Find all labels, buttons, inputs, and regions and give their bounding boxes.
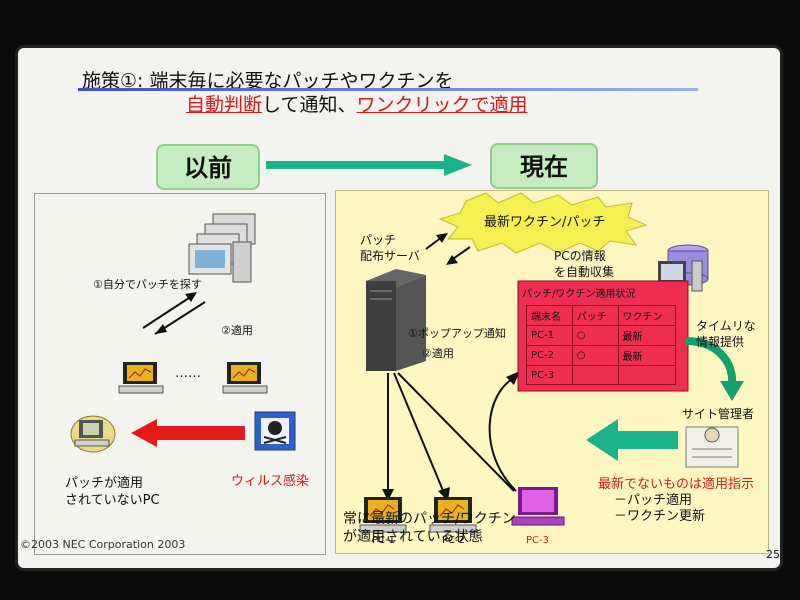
instruct-arrow (586, 419, 678, 461)
presentation-slide: 施策①: 端末毎に必要なパッチやワクチンを 自動判断して通知、ワンクリックで適用… (18, 48, 780, 568)
table-cell: PC-1 (526, 325, 573, 346)
title-text: 施策①: 端末毎に必要なパッチやワクチンを (82, 70, 454, 92)
table-cell: 最新 (617, 345, 676, 366)
server-label-1: パッチ (360, 233, 397, 247)
pc1-icon (359, 497, 407, 533)
popup-label: ①ポップアップ通知 (408, 327, 506, 340)
collect-label-2: を自動収集 (554, 265, 615, 279)
status-table: 端末名 パッチ ワクチン PC-1 ○ 最新 PC-2 ○ 最新 PC-3 (526, 305, 676, 385)
unpatched-line2: されていないPC (65, 493, 160, 508)
pc3-label: PC-3 (526, 535, 549, 546)
patch-server-icon (366, 269, 426, 371)
now-panel: 最新ワクチン/パッチ パッチ 配布サーバ PCの情報 を自動収集 ①ポップアップ… (335, 190, 769, 554)
title-mid: して通知、 (262, 94, 357, 116)
pc3-icon (511, 487, 565, 526)
infected-pc-icon (70, 415, 116, 453)
table-row: PC-3 (526, 365, 676, 385)
apply-label-right: ②適用 (422, 347, 454, 360)
site-admin-icon (685, 426, 739, 468)
table-header-cell: パッチ (571, 305, 619, 326)
vaccine-burst-icon (438, 192, 648, 254)
table-cell (571, 365, 619, 385)
instruct-label: 最新でないものは適用指示 (598, 477, 755, 492)
burst-label: 最新ワクチン/パッチ (484, 215, 606, 230)
page-number: 25 (766, 548, 780, 561)
transition-arrow (266, 154, 472, 176)
table-cell: 最新 (617, 325, 676, 346)
virus-skull-icon (254, 411, 296, 451)
table-cell: PC-2 (526, 345, 573, 366)
table-row: PC-1 ○ 最新 (526, 325, 676, 346)
table-row: PC-2 ○ 最新 (526, 345, 676, 366)
virus-infection-text: ウィルス感染 (231, 474, 310, 489)
before-diagram-graphics (70, 213, 296, 453)
apply-text-left: ②適用 (221, 324, 253, 337)
pc-icon-2 (222, 362, 268, 394)
admin-pc-top-icon (658, 260, 703, 292)
title-red-auto-judge: 自動判断 (186, 94, 263, 116)
table-header-cell: ワクチン (617, 305, 676, 326)
computers-stack-icon (188, 213, 256, 283)
pc2-icon (429, 497, 477, 533)
slide-title-line1: 施策①: 端末毎に必要なパッチやワクチンを (82, 66, 453, 93)
timely-label-1: タイムリな (696, 319, 756, 333)
instruct-vaccine: －ワクチン更新 (614, 509, 706, 524)
search-patch-text: ①自分でパッチを探す (93, 278, 202, 291)
site-admin-label: サイト管理者 (682, 407, 755, 421)
server-label-2: 配布サーバ (360, 249, 420, 263)
unpatched-line1: パッチが適用 (65, 476, 144, 491)
before-panel: ①自分でパッチを探す ②適用 …… パッチが適用 されていないPC ウィルス感染 (34, 193, 326, 555)
slide-title-line2: 自動判断して通知、ワンクリックで適用 (186, 90, 527, 117)
dots-text: …… (175, 366, 201, 381)
now-label: 現在 (490, 143, 598, 189)
collect-label-1: PCの情報 (554, 249, 606, 263)
pc2-label: PC-2 (442, 535, 465, 546)
table-title: パッチ/ワクチン適用状況 (522, 289, 636, 300)
table-cell: ○ (571, 325, 619, 346)
state-line-2: が適用されている状態 (343, 529, 483, 545)
table-cell (617, 365, 676, 385)
title-underline (78, 88, 698, 91)
copyright-footer: ©2003 NEC Corporation 2003 (20, 538, 186, 551)
virus-attack-arrow (131, 419, 245, 447)
table-header-cell: 端末名 (526, 305, 573, 326)
before-label: 以前 (156, 144, 260, 190)
table-header-row: 端末名 パッチ ワクチン (526, 305, 676, 326)
table-cell: PC-3 (526, 365, 573, 385)
timely-label-2: 情報提供 (696, 335, 745, 349)
pc1-label: PC-1 (372, 535, 395, 546)
instruct-patch: －パッチ適用 (614, 493, 693, 508)
title-red-one-click: ワンクリックで適用 (356, 94, 528, 116)
state-line-1: 常に最新のパッチ/ワクチン (343, 511, 516, 527)
table-cell: ○ (571, 345, 619, 366)
pc-icon-1 (118, 362, 164, 394)
